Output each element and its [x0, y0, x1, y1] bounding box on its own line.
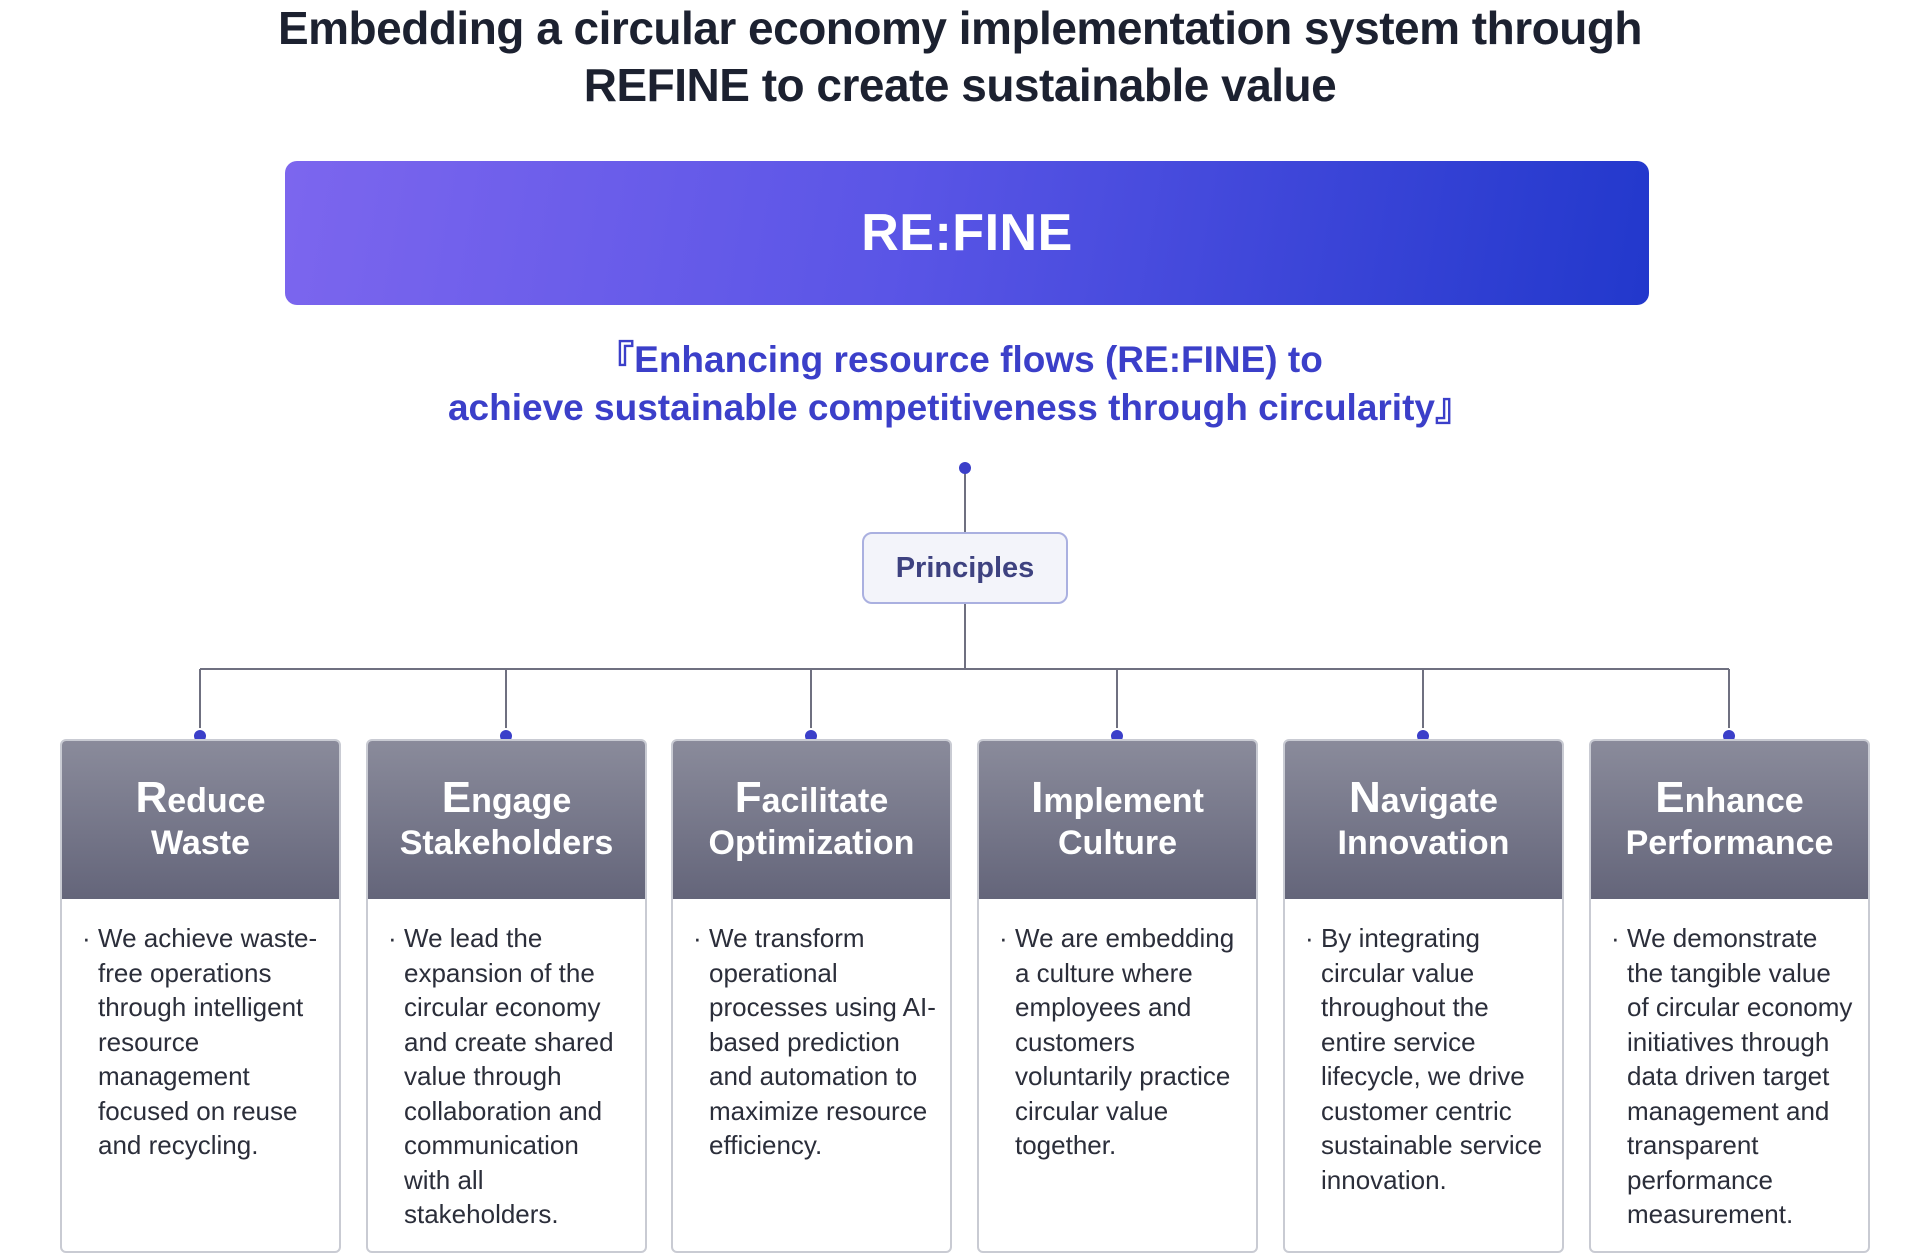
- card-title-line-2: Waste: [151, 823, 250, 862]
- card-description: · We lead the expansion of the circular …: [368, 899, 645, 1232]
- card-title-rest: nhance: [1684, 781, 1804, 820]
- principle-card-reduce-waste: Reduce Waste · We achieve waste-free ope…: [60, 739, 341, 1253]
- card-initial: F: [734, 772, 762, 822]
- connector-top-dot: [959, 462, 971, 474]
- card-header: Enhance Performance: [1591, 741, 1868, 899]
- card-body-text: We transform operational processes using…: [709, 923, 936, 1160]
- principle-card-facilitate-optimization: Facilitate Optimization · We transform o…: [671, 739, 952, 1253]
- card-title-line-2: Stakeholders: [399, 823, 614, 862]
- bullet-mark: ·: [999, 923, 1008, 953]
- principles-box: Principles: [862, 532, 1068, 604]
- card-header: Navigate Innovation: [1285, 741, 1562, 899]
- card-title-rest: educe: [167, 781, 266, 820]
- principle-card-enhance-performance: Enhance Performance · We demonstrate the…: [1589, 739, 1870, 1253]
- bullet-mark: ·: [1305, 923, 1314, 953]
- principle-card-engage-stakeholders: Engage Stakeholders · We lead the expans…: [366, 739, 647, 1253]
- bullet-mark: ·: [388, 923, 397, 953]
- card-initial: I: [1031, 772, 1044, 822]
- card-title-line-2: Performance: [1625, 823, 1834, 862]
- card-title-rest: avigate: [1380, 781, 1498, 820]
- card-header: Reduce Waste: [62, 741, 339, 899]
- card-description: · We demonstrate the tangible value of c…: [1591, 899, 1868, 1232]
- card-header: Implement Culture: [979, 741, 1256, 899]
- tagline-line-1: 『Enhancing resource flows (RE:FINE) to: [597, 339, 1323, 380]
- tagline-line-2: achieve sustainable competitiveness thro…: [447, 387, 1472, 428]
- tagline: 『Enhancing resource flows (RE:FINE) to a…: [0, 336, 1920, 432]
- card-title-rest: acilitate: [761, 781, 889, 820]
- card-body-text: We achieve waste-free operations through…: [98, 923, 318, 1160]
- bullet-mark: ·: [82, 923, 91, 953]
- card-title-rest: ngage: [471, 781, 572, 820]
- title-line-1: Embedding a circular economy implementat…: [277, 2, 1643, 54]
- card-body-text: We demonstrate the tangible value of cir…: [1627, 923, 1853, 1229]
- card-header: Facilitate Optimization: [673, 741, 950, 899]
- refine-banner: RE:FINE: [285, 161, 1649, 305]
- card-description: · We are embedding a culture where emplo…: [979, 899, 1256, 1163]
- banner-label: RE:FINE: [861, 204, 1073, 262]
- card-title-line-2: Innovation: [1337, 823, 1510, 862]
- card-title-line-2: Culture: [1058, 823, 1177, 862]
- principle-card-implement-culture: Implement Culture · We are embedding a c…: [977, 739, 1258, 1253]
- card-description: · We transform operational processes usi…: [673, 899, 950, 1163]
- card-description: · We achieve waste-free operations throu…: [62, 899, 339, 1163]
- card-initial: E: [441, 772, 472, 822]
- card-initial: N: [1349, 772, 1381, 822]
- card-initial: R: [135, 772, 168, 822]
- bullet-mark: ·: [1611, 923, 1620, 953]
- principles-label: Principles: [895, 551, 1035, 584]
- principle-card-navigate-innovation: Navigate Innovation · By integrating cir…: [1283, 739, 1564, 1253]
- title-line-2: REFINE to create sustainable value: [583, 59, 1337, 111]
- card-body-text: By integrating circular value throughout…: [1321, 923, 1543, 1195]
- card-title-line-2: Optimization: [708, 823, 915, 862]
- card-header: Engage Stakeholders: [368, 741, 645, 899]
- diagram-title: Embedding a circular economy implementat…: [0, 0, 1920, 114]
- card-description: · By integrating circular value througho…: [1285, 899, 1562, 1197]
- card-body-text: We are embedding a culture where employe…: [1015, 923, 1235, 1160]
- card-body-text: We lead the expansion of the circular ec…: [404, 923, 614, 1229]
- bullet-mark: ·: [693, 923, 702, 953]
- card-title-rest: mplement: [1043, 781, 1204, 820]
- card-initial: E: [1655, 772, 1685, 822]
